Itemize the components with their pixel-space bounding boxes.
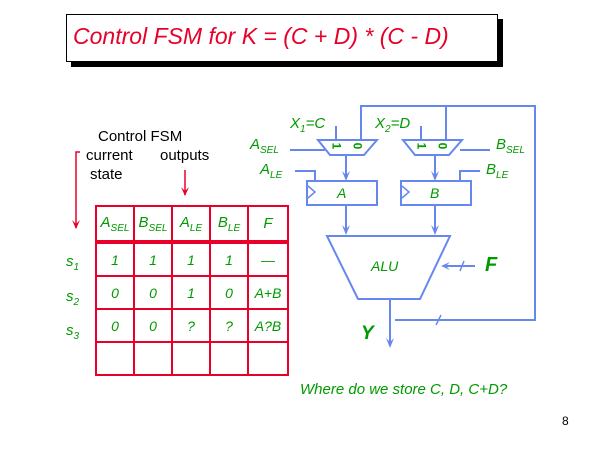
table-cell: 0 (209, 275, 249, 310)
table-header-row: ASEL BSEL ALE BLE F (95, 205, 289, 244)
y-output-label: Y (361, 323, 374, 344)
register-b (400, 180, 472, 206)
table-cell: 0 (95, 308, 135, 343)
header-ble: BLE (209, 205, 249, 244)
outputs-arrow (181, 170, 189, 196)
x1-label: X1=C (290, 115, 326, 135)
table-cell (171, 341, 211, 376)
header-asel: ASEL (95, 205, 135, 244)
table-cell (247, 341, 289, 376)
table-cell: 1 (171, 241, 211, 277)
ble-label: BLE (486, 161, 509, 181)
table-cell: 1 (133, 241, 173, 277)
state-s1: s1 (66, 253, 80, 273)
state-s3: s3 (66, 322, 80, 342)
table-row: 0 0 ? ? A?B (95, 308, 289, 343)
alu (325, 235, 452, 300)
outputs-label: outputs (160, 147, 210, 164)
table-cell: 0 (133, 308, 173, 343)
page-number: 8 (562, 414, 569, 428)
current-state-arrow (72, 151, 80, 229)
header-f: F (247, 205, 289, 244)
current-label: current (86, 147, 133, 164)
register-b-label: B (430, 185, 440, 201)
header-bsel: BSEL (133, 205, 173, 244)
mux-a (315, 139, 380, 156)
state-label: state (90, 166, 123, 183)
table-cell: 1 (171, 275, 211, 310)
table-cell: 0 (95, 275, 135, 310)
control-fsm-heading: Control FSM (98, 128, 183, 145)
table-cell: — (247, 241, 289, 277)
mux-a-input-1: 1 (329, 142, 344, 150)
title-box: Control FSM for K = (C + D) * (C - D) (66, 14, 498, 62)
table-cell: ? (171, 308, 211, 343)
bsel-label: BSEL (496, 136, 525, 156)
alu-label: ALU (371, 258, 399, 274)
table-cell: ? (209, 308, 249, 343)
mux-b-input-1: 1 (414, 142, 429, 150)
datapath-arrowheads (342, 171, 450, 348)
mux-b-input-0: 0 (435, 142, 450, 150)
ale-label: ALE (260, 161, 283, 181)
f-input-label: F (485, 254, 498, 276)
table-cell: 0 (133, 275, 173, 310)
mux-a-input-0: 0 (350, 142, 365, 150)
register-a (306, 180, 378, 206)
table-cell: A+B (247, 275, 289, 310)
table-cell (133, 341, 173, 376)
table-cell: A?B (247, 308, 289, 343)
mux-b (400, 139, 465, 156)
header-ale: ALE (171, 205, 211, 244)
table-row (95, 341, 289, 376)
x2-label: X2=D (375, 115, 411, 135)
fsm-output-table: ASEL BSEL ALE BLE F 1 1 1 1 — 0 0 1 0 A+… (95, 205, 289, 376)
register-a-label: A (337, 185, 347, 201)
asel-label: ASEL (250, 136, 279, 156)
bus-width-marks (435, 260, 465, 326)
table-cell: 1 (95, 241, 135, 277)
table-cell (209, 341, 249, 376)
slide-title: Control FSM for K = (C + D) * (C - D) (73, 23, 449, 49)
table-cell: 1 (209, 241, 249, 277)
table-row: 0 0 1 0 A+B (95, 275, 289, 310)
state-s2: s2 (66, 288, 80, 308)
question-text: Where do we store C, D, C+D? (300, 381, 508, 398)
table-cell (95, 341, 135, 376)
table-row: 1 1 1 1 — (95, 241, 289, 277)
